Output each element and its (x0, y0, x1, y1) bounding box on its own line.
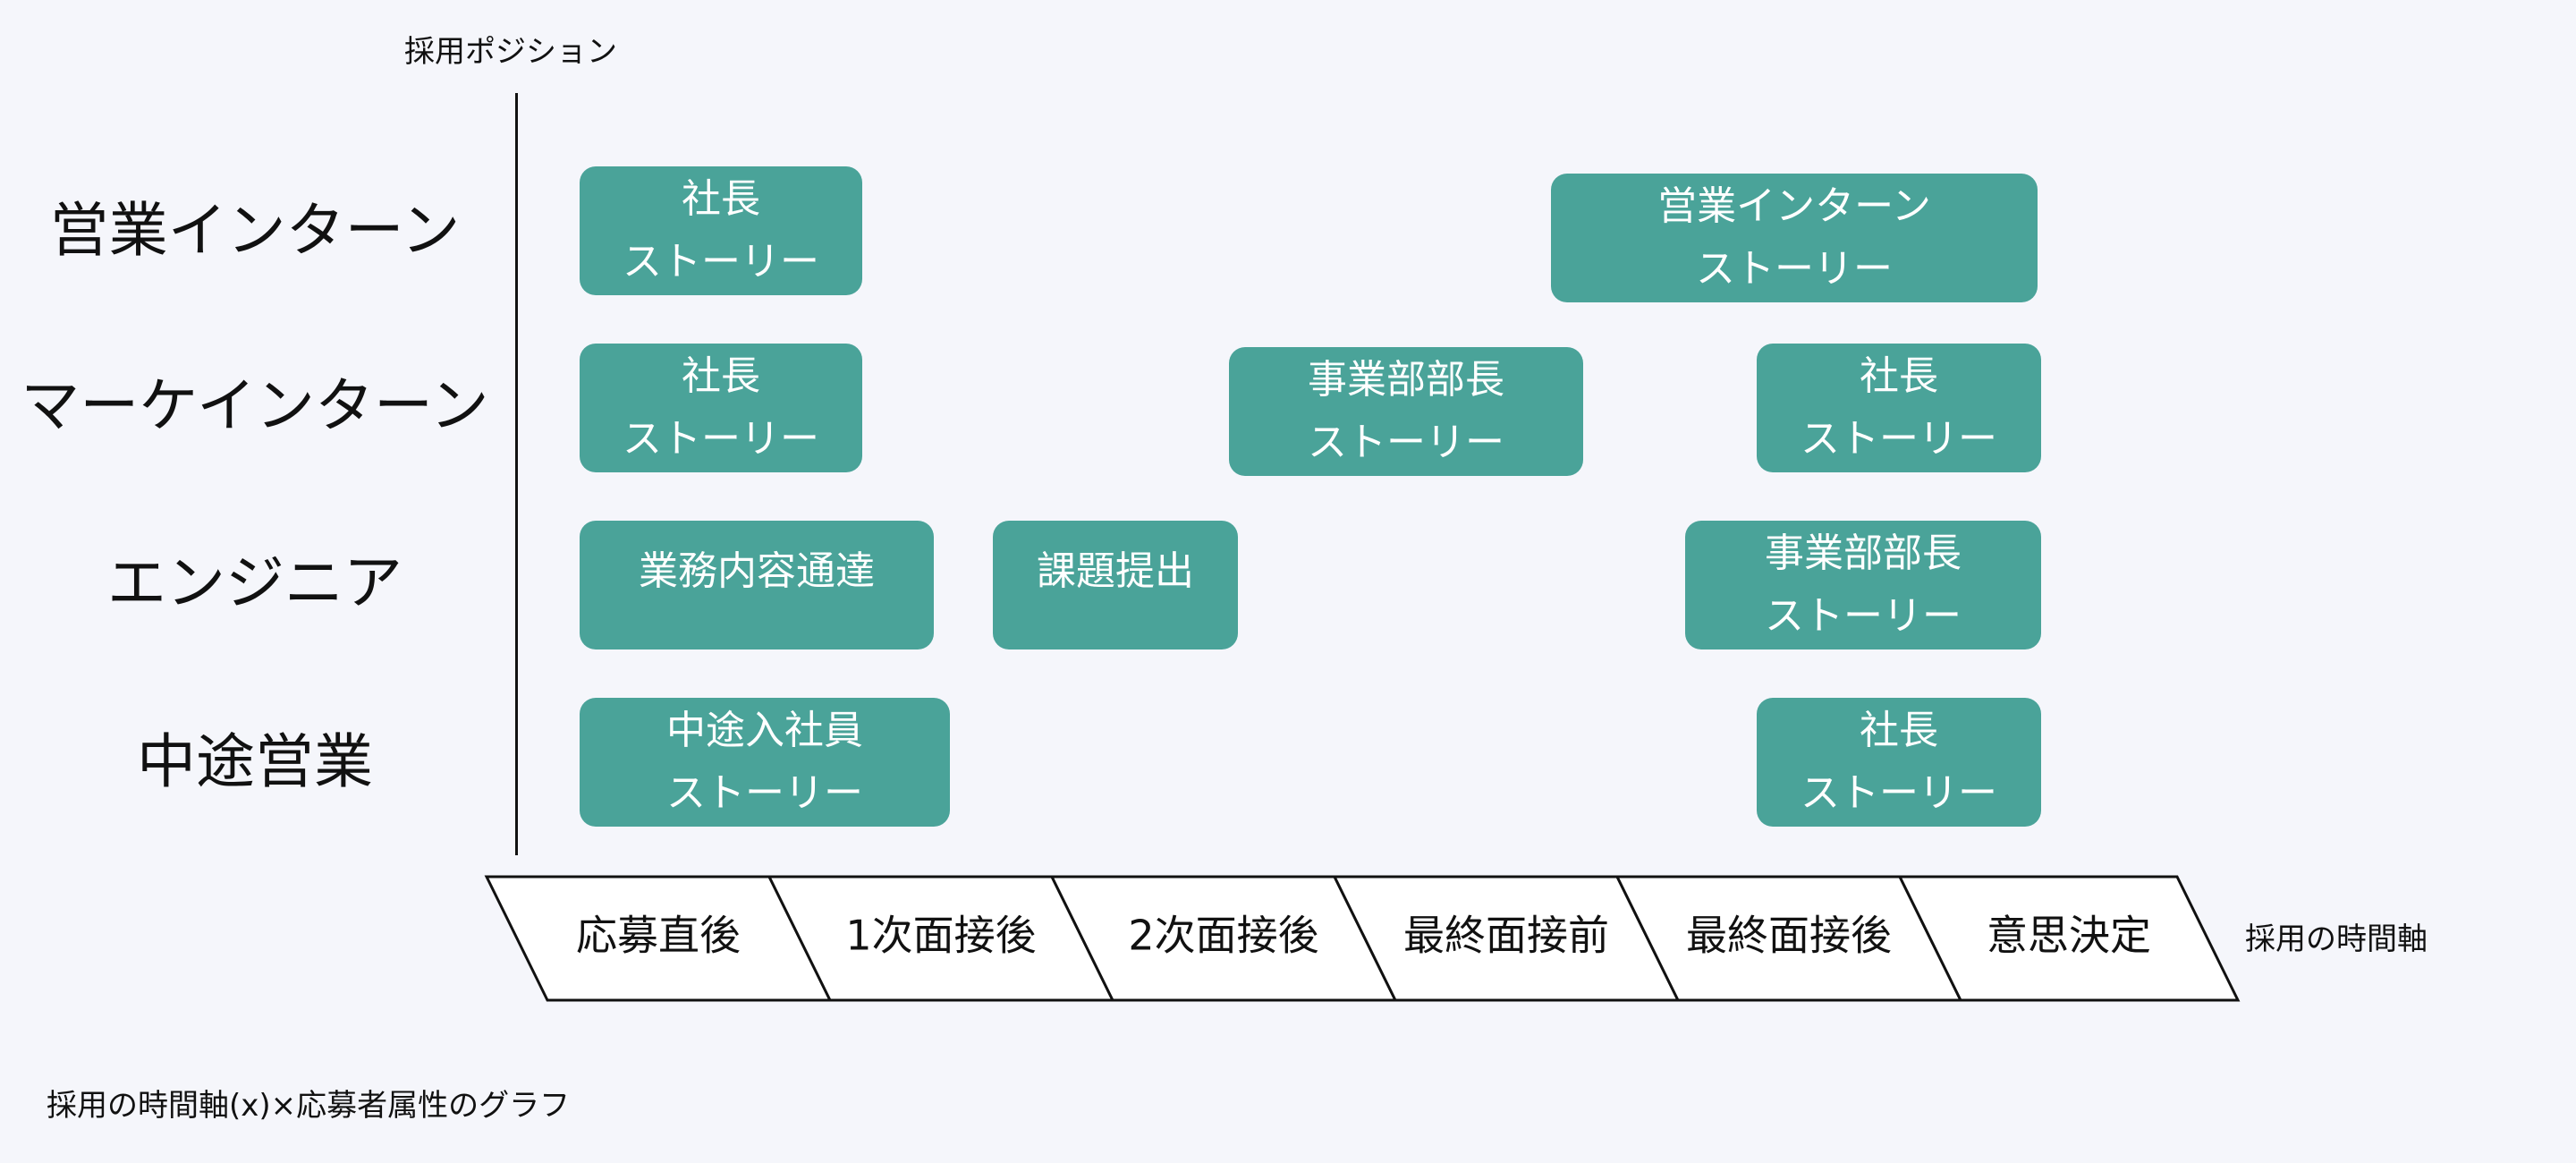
story-card-line: 社長 (682, 353, 760, 399)
stage-label: 最終面接後 (1686, 912, 1892, 960)
story-card[interactable]: 社長 ストーリー (580, 166, 862, 295)
row-label-marketing-intern: マーケインターン (21, 371, 489, 440)
stage-apply: 応募直後 (484, 875, 833, 1002)
stage-label: 意思決定 (1987, 912, 2151, 960)
story-card[interactable]: 営業インターン ストーリー (1551, 174, 2038, 302)
story-card-line: 中途入社員 (666, 708, 863, 753)
story-card-line: 社長 (682, 176, 760, 222)
story-card-line: ストーリー (666, 770, 863, 816)
story-card-line: 課題提出 (1037, 548, 1194, 594)
story-card[interactable]: 業務内容通達 (580, 521, 934, 649)
stage-after-first-interview: 1次面接後 (767, 875, 1115, 1002)
stage-after-second-interview: 2次面接後 (1049, 875, 1398, 1002)
y-axis-line (515, 93, 518, 855)
story-card[interactable]: 事業部部長 ストーリー (1229, 347, 1583, 476)
story-card-line: 社長 (1860, 353, 1938, 399)
x-axis-title: 採用の時間軸 (2245, 921, 2428, 957)
story-card-line: ストーリー (1801, 770, 1997, 816)
story-card-line: ストーリー (623, 416, 819, 462)
stage-after-final-interview: 最終面接後 (1614, 875, 1963, 1002)
story-card-line: ストーリー (1696, 246, 1893, 292)
row-label-sales-intern: 営業インターン (49, 196, 461, 265)
story-card-line: ストーリー (1308, 420, 1504, 465)
stage-label: 応募直後 (576, 912, 741, 960)
story-card[interactable]: 事業部部長 ストーリー (1685, 521, 2041, 649)
story-card[interactable]: 課題提出 (993, 521, 1238, 649)
story-card-line: 社長 (1860, 708, 1938, 753)
story-card[interactable]: 社長 ストーリー (580, 344, 862, 472)
stage-decision: 意思決定 (1897, 875, 2241, 1002)
figure-caption: 採用の時間軸(x)×応募者属性のグラフ (47, 1088, 571, 1124)
stage-label: 1次面接後 (845, 912, 1036, 960)
story-card[interactable]: 社長 ストーリー (1757, 344, 2041, 472)
story-card-line: 営業インターン (1657, 183, 1931, 229)
story-card-line: 業務内容通達 (639, 548, 875, 594)
story-card[interactable]: 社長 ストーリー (1757, 698, 2041, 827)
stage-label: 2次面接後 (1128, 912, 1318, 960)
row-label-midcareer-sales: 中途営業 (137, 727, 373, 796)
row-label-engineer: エンジニア (107, 548, 402, 617)
y-axis-title: 採用ポジション (404, 34, 617, 70)
story-card-line: ストーリー (623, 239, 819, 284)
story-card-line: 事業部部長 (1765, 531, 1962, 576)
story-card-line: 事業部部長 (1308, 357, 1504, 403)
story-card[interactable]: 中途入社員 ストーリー (580, 698, 950, 827)
story-card-line: ストーリー (1765, 593, 1962, 639)
stage-label: 最終面接前 (1403, 912, 1609, 960)
story-card-line: ストーリー (1801, 416, 1997, 462)
stage-before-final-interview: 最終面接前 (1332, 875, 1681, 1002)
